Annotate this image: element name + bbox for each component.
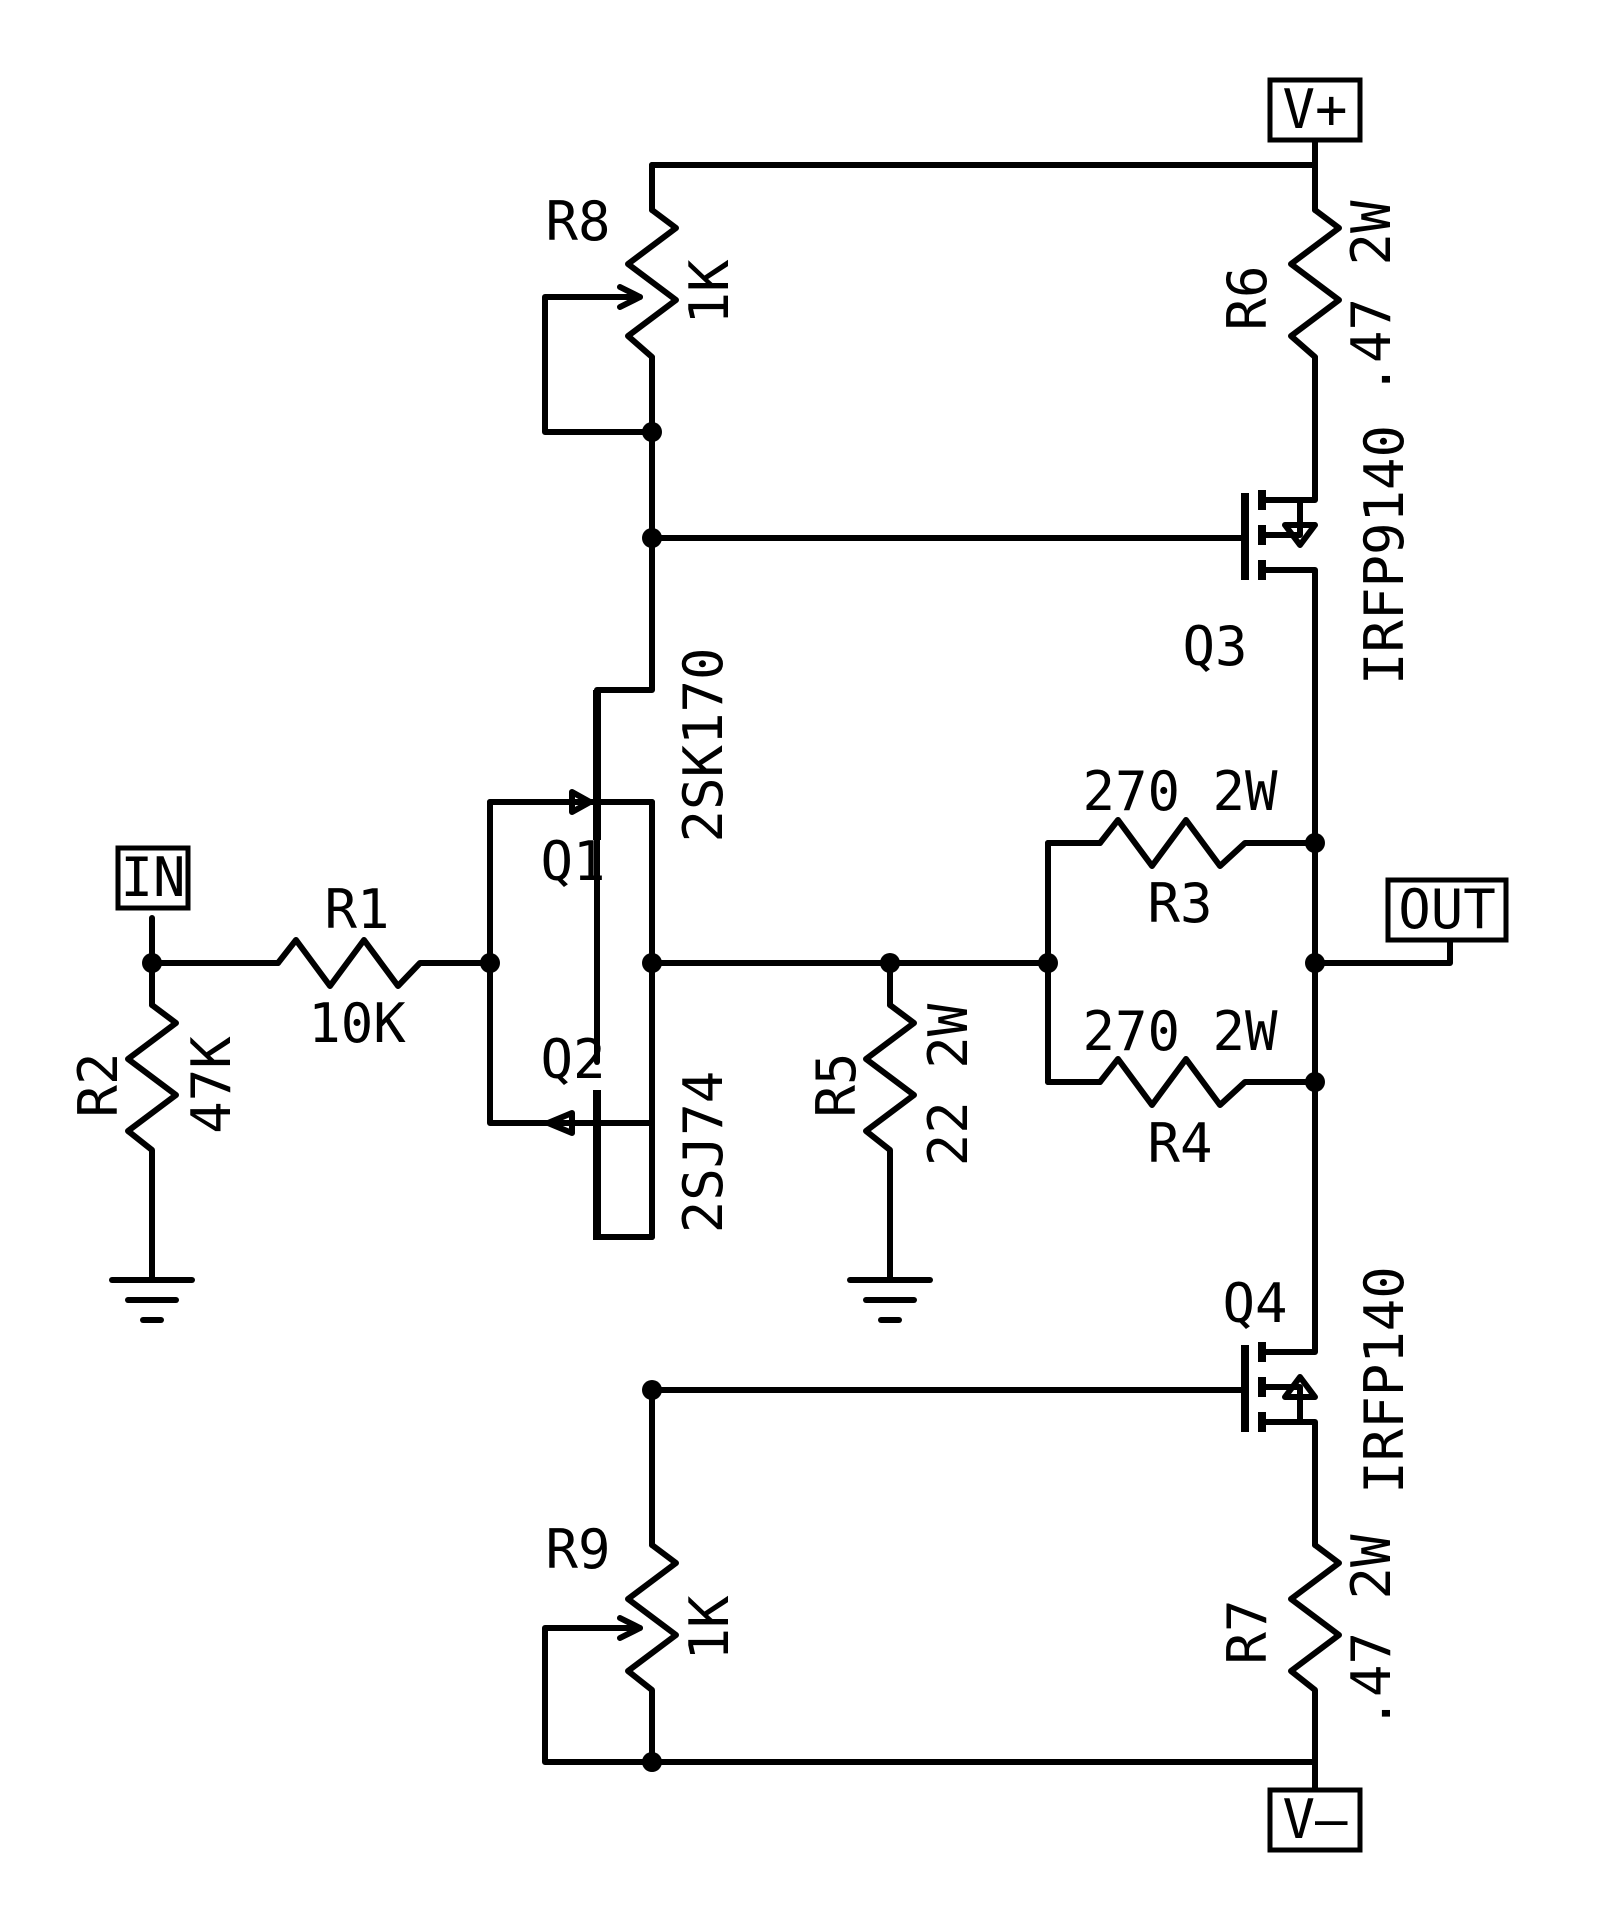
r6-value: .47 2W [1340, 200, 1403, 396]
q2-part: 2SJ74 [672, 1071, 735, 1234]
r3-ref: R3 [1147, 872, 1212, 935]
r9-value: 1K [678, 1595, 741, 1661]
resistor-r2 [125, 1002, 179, 1168]
r4-value: 270 2W [1082, 1000, 1278, 1063]
resistor-r6 [1288, 207, 1342, 378]
r1-ref: R1 [324, 878, 389, 941]
ground-symbol-left [109, 1277, 195, 1323]
r8-value: 1K [678, 259, 741, 325]
jfet-q1 [569, 690, 655, 840]
resistor-r8 [609, 207, 679, 378]
r7-value: .47 2W [1340, 1534, 1403, 1730]
r7-ref: R7 [1216, 1599, 1279, 1664]
r5-ref: R5 [805, 1052, 868, 1117]
port-vplus-label: V+ [1282, 78, 1347, 141]
q3-part: IRFP9140 [1353, 425, 1416, 685]
mosfet-q3 [1241, 490, 1318, 583]
resistor-r4 [1097, 1056, 1265, 1108]
r2-ref: R2 [67, 1052, 130, 1117]
r6-ref: R6 [1216, 265, 1279, 330]
r8-ref: R8 [545, 190, 610, 253]
port-in: IN [115, 845, 191, 911]
port-out: OUT [1385, 877, 1509, 943]
q2-ref: Q2 [540, 1028, 605, 1091]
resistor-r3 [1097, 817, 1265, 869]
q1-ref: Q1 [540, 830, 605, 893]
r5-value: 22 2W [917, 1003, 980, 1166]
port-vplus: V+ [1267, 77, 1363, 143]
port-vminus-label: V– [1282, 1788, 1348, 1851]
r3-value: 270 2W [1082, 760, 1278, 823]
r2-value: 47K [180, 1036, 243, 1134]
r1-value: 10K [308, 992, 406, 1055]
ground-symbol-r5 [847, 1277, 933, 1323]
resistor-r5 [863, 1002, 917, 1168]
r4-ref: R4 [1147, 1112, 1212, 1175]
r9-ref: R9 [545, 1518, 610, 1581]
port-in-label: IN [120, 846, 185, 909]
component-labels: R8 1K R6 .47 2W Q3 IRFP9140 Q1 2SK170 R1… [67, 190, 1416, 1730]
resistor-r1 [275, 937, 439, 989]
q4-ref: Q4 [1222, 1272, 1287, 1335]
resistor-r7 [1288, 1542, 1342, 1708]
resistor-r9 [609, 1542, 679, 1708]
junction-dots [142, 422, 1325, 1772]
port-out-label: OUT [1398, 878, 1496, 941]
q1-part: 2SK170 [672, 647, 735, 842]
jfet-q2 [519, 1090, 655, 1240]
mosfet-q4 [1241, 1342, 1318, 1438]
q3-ref: Q3 [1182, 615, 1247, 678]
q4-part: IRFP140 [1353, 1266, 1416, 1494]
port-vminus: V– [1267, 1787, 1363, 1853]
